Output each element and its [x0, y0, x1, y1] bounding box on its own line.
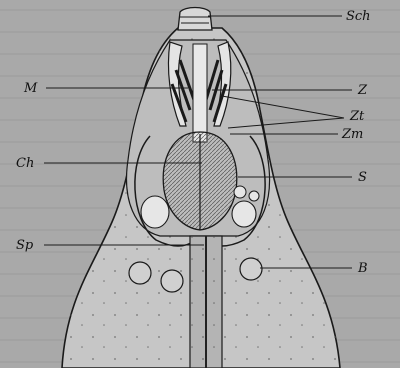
bubble-right-large	[232, 201, 256, 227]
label-zt: Zt	[349, 109, 365, 124]
bubble-right-small-2	[249, 191, 259, 201]
bubble-right-small-1	[234, 186, 246, 198]
round-body-3	[240, 258, 262, 280]
label-m: M	[23, 81, 38, 96]
spinal-stipple	[191, 236, 221, 368]
label-sch: Sch	[346, 9, 371, 24]
snout-tip	[178, 8, 212, 31]
round-body-1	[129, 262, 151, 284]
label-s: S	[358, 170, 367, 185]
label-zm: Zm	[341, 127, 363, 142]
label-ch: Ch	[16, 156, 34, 171]
pharynx	[193, 44, 207, 142]
label-sp: Sp	[16, 238, 34, 253]
label-z: Z	[357, 83, 368, 98]
round-body-2	[161, 270, 183, 292]
label-b: B	[357, 261, 368, 276]
bubble-left-large	[141, 196, 169, 228]
